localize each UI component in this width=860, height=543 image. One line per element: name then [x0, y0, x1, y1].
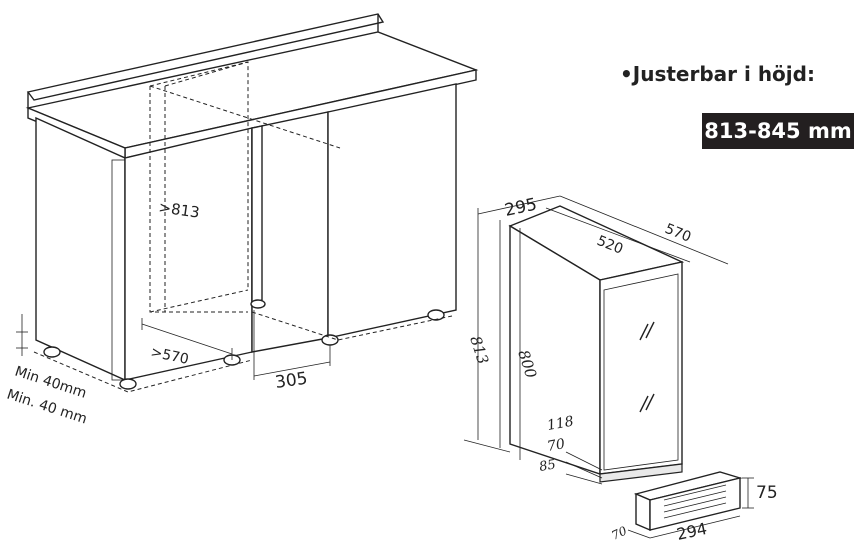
base-70-label: 70: [546, 436, 566, 455]
cabinet-feet: [43, 299, 445, 390]
left-cabinet: [35, 116, 253, 382]
kick-plate-height-label: 75: [756, 483, 778, 503]
countertop: [25, 13, 479, 160]
niche-width-dimension: [253, 310, 331, 380]
base-118-label: 118: [546, 414, 575, 434]
kick-plate-depth-label: 70: [609, 523, 629, 542]
base-footprint: [33, 311, 453, 393]
niche-width-label: 305: [274, 369, 309, 393]
wine-cooler: [508, 205, 685, 483]
niche-depth-dimension: [141, 318, 233, 360]
appliance-height-total-label: 813: [466, 334, 492, 367]
adjustable-height-label: •Justerbar i höjd:: [620, 62, 815, 86]
height-range-badge: 813-845 mm: [702, 113, 854, 149]
niche-depth-label: >570: [149, 344, 190, 368]
niche-height-label: >813: [157, 198, 200, 222]
appliance-dimensions: [463, 195, 729, 485]
kick-plate: [627, 471, 754, 539]
appliance-depth-total-label: 570: [663, 221, 694, 246]
right-cabinet: [251, 83, 457, 353]
base-85-label: 85: [538, 457, 557, 475]
min-gap-dimension: [16, 314, 28, 356]
niche-outline: [149, 61, 341, 313]
